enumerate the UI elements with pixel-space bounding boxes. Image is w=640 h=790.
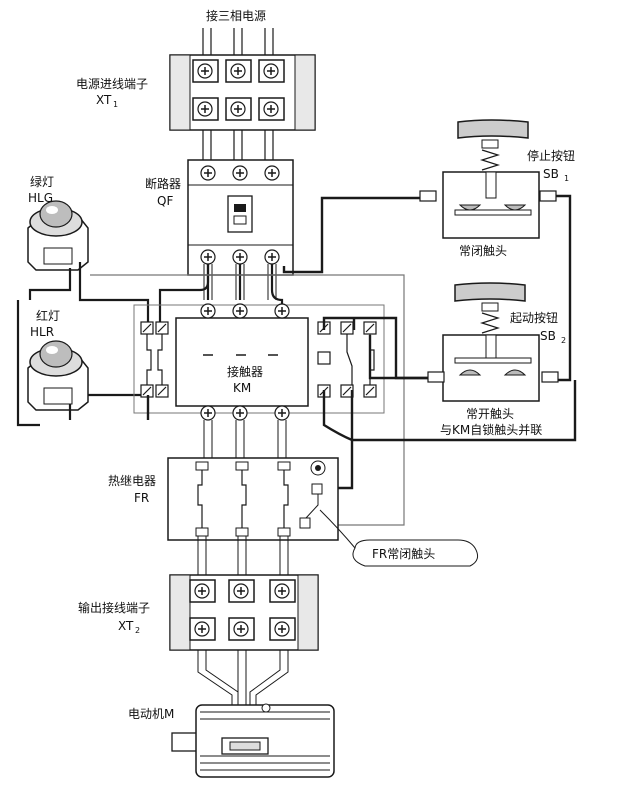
green-lamp-name-label: 绿灯 xyxy=(30,174,54,189)
red-lamp xyxy=(27,340,89,411)
km-contactor xyxy=(133,303,385,421)
stop-button-name-label: 停止按钮 xyxy=(527,148,575,163)
fr-contact-label: FR常闭触头 xyxy=(372,547,435,561)
qf-name-label: 断路器 xyxy=(145,176,181,191)
thin-loop-wire xyxy=(90,274,405,526)
red-lamp-code-label: HLR xyxy=(30,325,54,339)
start-button-name-label: 起动按钮 xyxy=(510,310,558,325)
stop-button xyxy=(442,119,540,239)
xt1-code-label: XT xyxy=(96,93,112,107)
qf-breaker xyxy=(187,159,294,276)
fr-name-label: 热继电器 xyxy=(108,474,156,488)
power-in-label: 接三相电源 xyxy=(206,8,266,23)
red-lamp-name-label: 红灯 xyxy=(36,308,60,323)
fr-to-xt2-wires xyxy=(197,536,289,580)
xt1-name-label: 电源进线端子 xyxy=(76,77,148,91)
qf-to-km-wires xyxy=(158,264,284,325)
green-lamp xyxy=(27,200,89,271)
km-code-label: KM xyxy=(233,381,251,395)
button-terminals xyxy=(419,190,559,383)
xt2-terminal-block xyxy=(169,574,319,651)
xt1-sub-label: 1 xyxy=(113,100,118,109)
fr-contact-callout xyxy=(319,509,479,567)
start-contact-label-1: 常开触头 xyxy=(466,407,514,421)
motor xyxy=(171,703,335,778)
xt2-name-label: 输出接线端子 xyxy=(78,600,150,615)
lamp-wires xyxy=(16,262,150,427)
start-button-sub-label: 2 xyxy=(561,336,566,345)
fr-code-label: FR xyxy=(134,491,149,505)
km-name-label: 接触器 xyxy=(227,364,263,379)
xt1-terminal-block xyxy=(169,54,316,131)
start-contact-label-2: 与KM自锁触头并联 xyxy=(440,422,542,437)
xt2-sub-label: 2 xyxy=(135,626,140,635)
motor-label: 电动机M xyxy=(128,707,174,721)
stop-contact-label: 常闭触头 xyxy=(459,244,507,258)
qf-code-label: QF xyxy=(157,194,173,208)
fr-thermal-relay xyxy=(167,457,339,541)
qf-to-km-wires-thin xyxy=(203,264,277,300)
start-button xyxy=(442,282,540,402)
stop-button-sub-label: 1 xyxy=(564,174,569,183)
stop-button-code-label: SB xyxy=(543,167,559,181)
start-button-code-label: SB xyxy=(540,329,556,343)
green-lamp-code-label: HLG xyxy=(28,191,53,205)
xt1-to-qf-wires xyxy=(202,130,274,160)
xt2-code-label: XT xyxy=(118,619,134,633)
